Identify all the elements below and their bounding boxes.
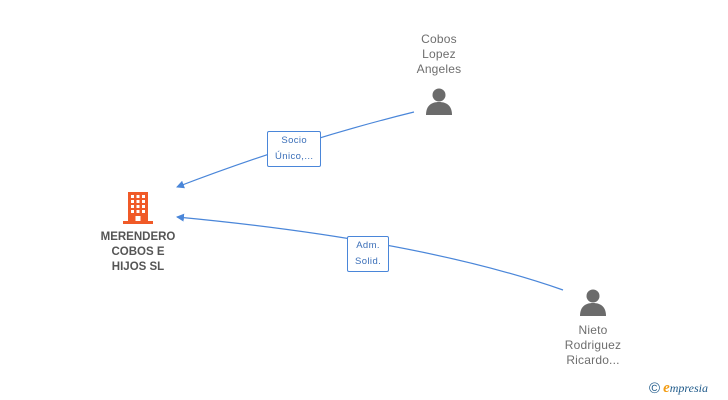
company-name: MERENDERO COBOS E HIJOS SL xyxy=(88,230,188,275)
brand-logo: empresia xyxy=(663,380,708,397)
person-bottom-name-line-3: Ricardo... xyxy=(566,353,620,367)
person-icon xyxy=(426,88,452,115)
person-top-name-line-1: Cobos xyxy=(421,32,457,46)
edge-label-adm[interactable]: Adm. Solid. xyxy=(347,236,390,272)
company-name-line-2: COBOS E xyxy=(111,246,165,258)
footer-branding: © empresia xyxy=(649,378,708,398)
company-node[interactable]: MERENDERO COBOS E HIJOS SL xyxy=(88,190,188,275)
person-node-top[interactable]: Cobos Lopez Angeles xyxy=(394,32,484,116)
person-top-name-line-2: Lopez xyxy=(422,47,456,61)
building-icon xyxy=(123,192,153,224)
person-bottom-name-line-1: Nieto xyxy=(578,323,608,337)
edge-label-socio[interactable]: Socio Único,... xyxy=(267,131,322,167)
copyright-symbol: © xyxy=(649,379,661,397)
edge-label-adm-line-1: Adm. xyxy=(356,240,380,251)
person-bottom-name-line-2: Rodriguez xyxy=(564,338,622,352)
company-name-line-3: HIJOS SL xyxy=(111,261,165,273)
company-name-line-1: MERENDERO xyxy=(100,231,176,243)
person-top-name: Cobos Lopez Angeles xyxy=(394,32,484,77)
edge-label-adm-line-2: Solid. xyxy=(355,256,382,267)
person-icon xyxy=(580,289,606,316)
brand-initial: e xyxy=(663,379,670,396)
edge-bottom-to-company xyxy=(176,213,564,291)
person-node-bottom[interactable]: Nieto Rodriguez Ricardo... xyxy=(548,287,638,368)
edge-label-socio-line-1: Socio xyxy=(281,135,308,146)
brand-name: mpresia xyxy=(669,380,708,395)
person-bottom-name: Nieto Rodriguez Ricardo... xyxy=(548,323,638,368)
person-top-name-line-3: Angeles xyxy=(416,62,462,76)
edge-label-socio-line-2: Único,... xyxy=(275,151,314,162)
